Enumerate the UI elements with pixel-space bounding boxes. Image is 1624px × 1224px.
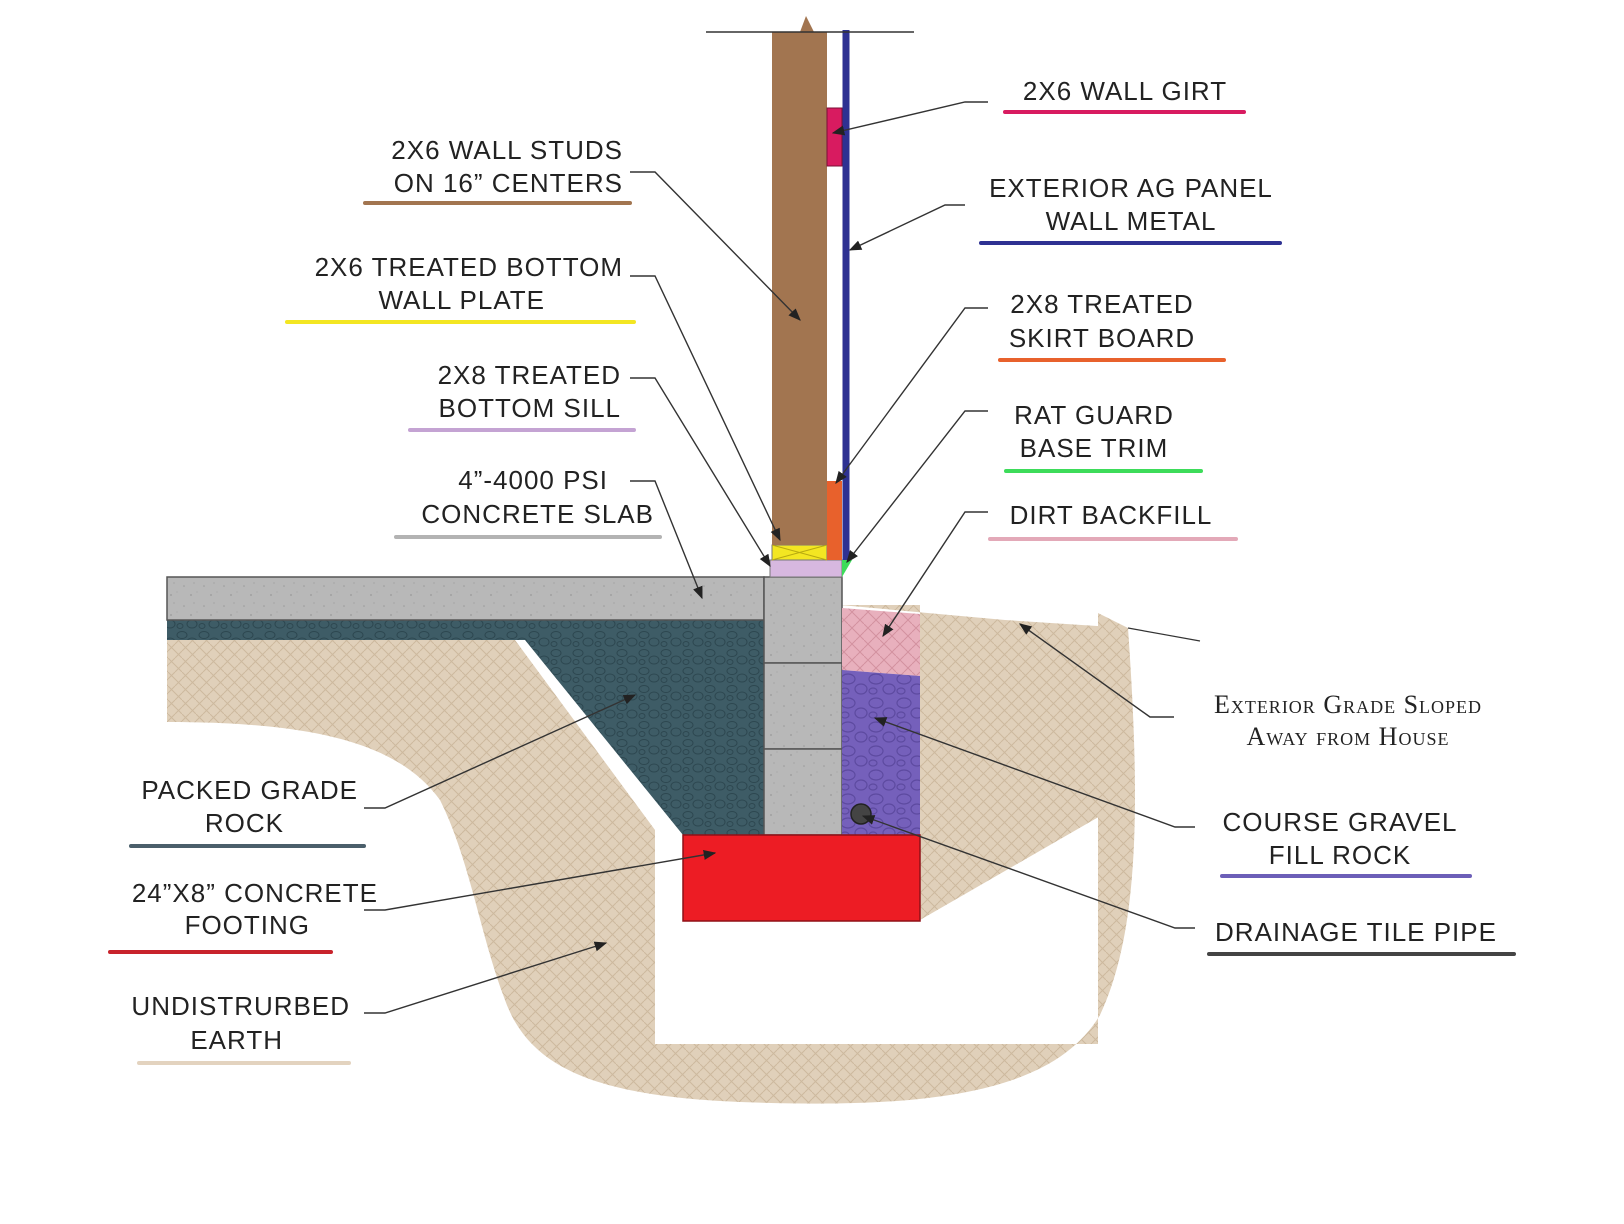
concrete-footing [682, 834, 921, 922]
label-slab-line2: CONCRETE SLAB [421, 499, 654, 529]
label-dirt-backfill: DIRT BACKFILL [988, 500, 1238, 541]
bottom-sill [769, 559, 843, 578]
label-gravel-line1: COURSE GRAVEL [1222, 807, 1457, 837]
skirt-board [827, 481, 842, 560]
label-grade-rock-line2: ROCK [205, 808, 284, 838]
exterior-grade-fill [840, 605, 1128, 920]
foundation-block [763, 576, 843, 664]
label-rat-guard-line1: RAT GUARD [1014, 400, 1174, 430]
label-footing-line1: 24”X8” CONCRETE [132, 878, 378, 908]
labels: 2X6 WALL STUDS ON 16” CENTERS 2X6 TREATE… [108, 76, 1516, 1065]
label-earth-line2: EARTH [190, 1025, 283, 1055]
leader-footing [364, 849, 717, 911]
leader-bottom-plate [630, 275, 781, 542]
label-bottom-plate: 2X6 TREATED BOTTOM WALL PLATE [285, 252, 636, 324]
label-ag-panel-line1: EXTERIOR AG PANEL [989, 173, 1273, 203]
coarse-gravel [842, 670, 920, 835]
label-grade-rock: PACKED GRADE ROCK [129, 775, 366, 848]
label-bottom-sill-line1: 2X8 TREATED [438, 360, 621, 390]
wall-stud [772, 16, 827, 545]
leader-lines [364, 101, 1195, 1014]
label-bottom-sill-line2: BOTTOM SILL [439, 393, 621, 423]
leader-bottom-sill [630, 377, 771, 568]
label-exterior-grade-line1: Exterior Grade Sloped [1214, 690, 1482, 719]
label-wall-studs-line1: 2X6 WALL STUDS [391, 135, 623, 165]
label-gravel: COURSE GRAVEL FILL ROCK [1220, 807, 1472, 878]
label-gravel-line2: FILL ROCK [1269, 840, 1411, 870]
construction [166, 16, 1201, 1104]
leader-rat-guard [846, 410, 988, 563]
leader-slab [630, 480, 703, 600]
concrete-slab [166, 576, 765, 621]
leader-drain-pipe [861, 815, 1195, 929]
rat-guard-base-trim [842, 560, 852, 577]
label-bottom-plate-line1: 2X6 TREATED BOTTOM [315, 252, 623, 282]
label-footing-line2: FOOTING [185, 910, 310, 940]
dirt-backfill [842, 608, 920, 676]
label-earth-line1: UNDISTRURBED [131, 991, 350, 1021]
wall-girt [826, 107, 843, 167]
label-slab: 4”-4000 PSI CONCRETE SLAB [394, 465, 662, 539]
undisturbed-earth [167, 613, 1135, 1104]
label-rat-guard-line2: BASE TRIM [1020, 433, 1169, 463]
leader-exterior-grade [1018, 623, 1174, 718]
leader-gravel [873, 717, 1195, 828]
grade-line [1127, 627, 1201, 642]
label-wall-girt-line1: 2X6 WALL GIRT [1023, 76, 1227, 106]
leader-ag-panel [848, 204, 965, 251]
label-wall-studs: 2X6 WALL STUDS ON 16” CENTERS [363, 135, 632, 205]
label-rat-guard: RAT GUARD BASE TRIM [1004, 400, 1203, 473]
drainage-tile-pipe [850, 803, 872, 825]
label-drain-pipe-line1: DRAINAGE TILE PIPE [1215, 917, 1497, 947]
leader-grade-rock [364, 694, 637, 809]
label-footing: 24”X8” CONCRETE FOOTING [108, 878, 378, 954]
leader-wall-studs [630, 171, 801, 321]
label-ag-panel-line2: WALL METAL [1046, 206, 1217, 236]
label-bottom-plate-line2: WALL PLATE [378, 285, 545, 315]
label-slab-line1: 4”-4000 PSI [458, 465, 608, 495]
label-dirt-backfill-line1: DIRT BACKFILL [1010, 500, 1213, 530]
label-bottom-sill: 2X8 TREATED BOTTOM SILL [408, 360, 636, 432]
leader-skirt-board [835, 307, 988, 485]
leader-dirt-backfill [882, 511, 988, 638]
plate-hatch [771, 544, 828, 561]
packed-grade-rock [167, 620, 764, 835]
label-wall-studs-line2: ON 16” CENTERS [394, 168, 623, 198]
foundation-block [763, 748, 843, 836]
label-skirt-board-line1: 2X8 TREATED [1010, 289, 1193, 319]
label-wall-girt: 2X6 WALL GIRT [1003, 76, 1246, 114]
label-skirt-board: 2X8 TREATED SKIRT BOARD [998, 289, 1226, 362]
label-exterior-grade-line2: Away from House [1247, 722, 1450, 751]
foundation-block [763, 662, 843, 750]
label-exterior-grade: Exterior Grade Sloped Away from House [1214, 690, 1482, 751]
label-drain-pipe: DRAINAGE TILE PIPE [1207, 917, 1516, 956]
leader-wall-girt [831, 101, 988, 136]
label-skirt-board-line2: SKIRT BOARD [1009, 323, 1195, 353]
label-earth: UNDISTRURBED EARTH [131, 991, 351, 1065]
label-ag-panel: EXTERIOR AG PANEL WALL METAL [979, 173, 1282, 245]
leader-earth [364, 941, 608, 1014]
label-grade-rock-line1: PACKED GRADE [141, 775, 358, 805]
